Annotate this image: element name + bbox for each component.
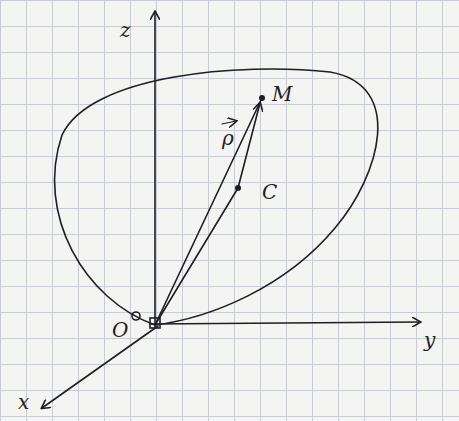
rho-vector bbox=[238, 103, 260, 188]
x-axis bbox=[42, 326, 158, 408]
z-axis bbox=[154, 12, 156, 328]
point-m bbox=[259, 95, 265, 101]
point-c bbox=[235, 185, 241, 191]
axis-label: z bbox=[120, 20, 131, 40]
closed-curve bbox=[55, 69, 378, 325]
origin-mark bbox=[150, 318, 160, 328]
radius-to-c bbox=[155, 188, 238, 325]
vector-mark bbox=[222, 121, 236, 124]
point-label: O bbox=[112, 320, 128, 340]
point-label: M bbox=[272, 84, 292, 104]
radius-to-m bbox=[155, 98, 262, 325]
vector-label: ρ bbox=[222, 128, 234, 148]
axis-label: x bbox=[18, 392, 29, 412]
axis-label: y bbox=[424, 330, 435, 350]
origin-ring bbox=[132, 312, 140, 320]
point-label: C bbox=[262, 182, 277, 202]
y-axis bbox=[150, 322, 420, 324]
